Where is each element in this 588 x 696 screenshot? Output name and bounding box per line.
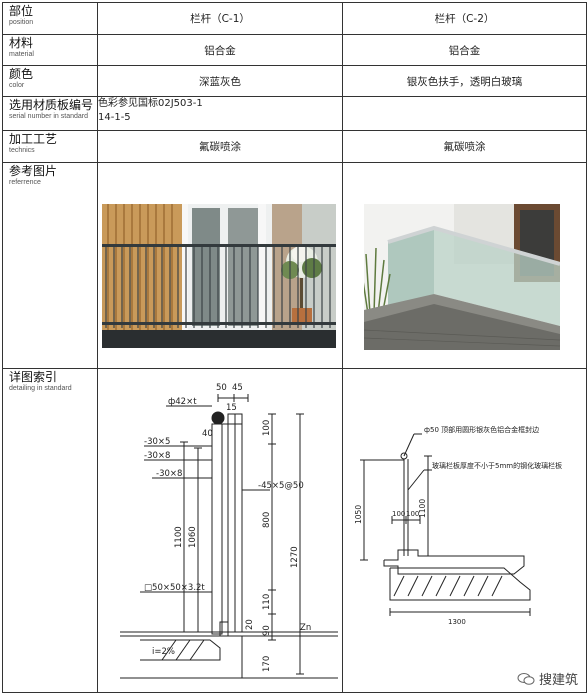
c1-bar1: -30×5 [144, 437, 170, 447]
c2-note1: ф50 顶部用圆形银灰色铝合金框封边 [424, 425, 539, 434]
c2-detail-cell [342, 368, 587, 693]
c2-dim-1050: 1050 [354, 505, 363, 524]
c2-position: 栏杆（C-2） [342, 2, 587, 35]
c1-phi: ф42×t [168, 397, 197, 407]
detail-drawing-c2: ф50 顶部用圆形银灰色铝合金框封边 玻璃栏板厚度不小于5mm的钢化玻璃栏板 1… [354, 425, 562, 626]
c1-dim-90: 90 [262, 625, 272, 636]
c1-dim-20: 20 [245, 619, 255, 630]
c1-slope: i=2% [152, 647, 175, 657]
photo-c1 [102, 204, 336, 348]
c1-color: 深蓝灰色 [97, 65, 343, 97]
c1-dim-40: 40 [202, 429, 213, 439]
c2-material: 铝合金 [342, 34, 587, 66]
c1-post: □50×50×3.2t [144, 583, 205, 593]
c1-dim-1270: 1270 [290, 546, 300, 568]
c1-bar3: -30×8 [156, 469, 182, 479]
c1-dim-1100: 1100 [174, 526, 184, 548]
c1-dim-1060: 1060 [188, 526, 198, 548]
c2-dim-100b: 100 [406, 510, 419, 518]
wechat-icon [517, 672, 535, 685]
detail-drawing-c1: 50 45 15 ф42×t 40 -30×5 -30×8 -30×8 -45×… [120, 383, 338, 679]
c1-dim-800: 800 [262, 512, 272, 528]
label-position: 部位 [9, 4, 34, 18]
c1-flat: -45×5@50 [258, 481, 304, 491]
c2-dim-100a: 100 [392, 510, 405, 518]
watermark-text: 搜建筑 [538, 673, 578, 688]
watermark: 搜建筑 [517, 669, 578, 688]
c2-color: 银灰色扶手，透明白玻璃 [342, 65, 587, 97]
c1-technics: 氟碳喷涂 [97, 130, 343, 163]
photo-c2 [364, 204, 560, 350]
c2-note2: 玻璃栏板厚度不小于5mm的钢化玻璃栏板 [432, 461, 562, 470]
c2-technics: 氟碳喷涂 [342, 130, 587, 163]
c2-dim-1100: 1100 [418, 499, 427, 518]
c1-zn: Zn [300, 623, 311, 633]
c1-material: 铝合金 [97, 34, 343, 66]
c2-serial [342, 96, 587, 131]
c1-dim-15: 15 [226, 403, 237, 413]
c1-bar2: -30×8 [144, 451, 170, 461]
c2-dim-1300: 1300 [448, 618, 466, 626]
c1-dim-170: 170 [262, 656, 272, 672]
c1-dim-100: 100 [262, 420, 272, 436]
c1-position: 栏杆（C-1） [97, 2, 343, 35]
c1-dim-45: 45 [232, 383, 243, 393]
c1-dim-110: 110 [262, 594, 272, 610]
c1-dim-50: 50 [216, 383, 227, 393]
